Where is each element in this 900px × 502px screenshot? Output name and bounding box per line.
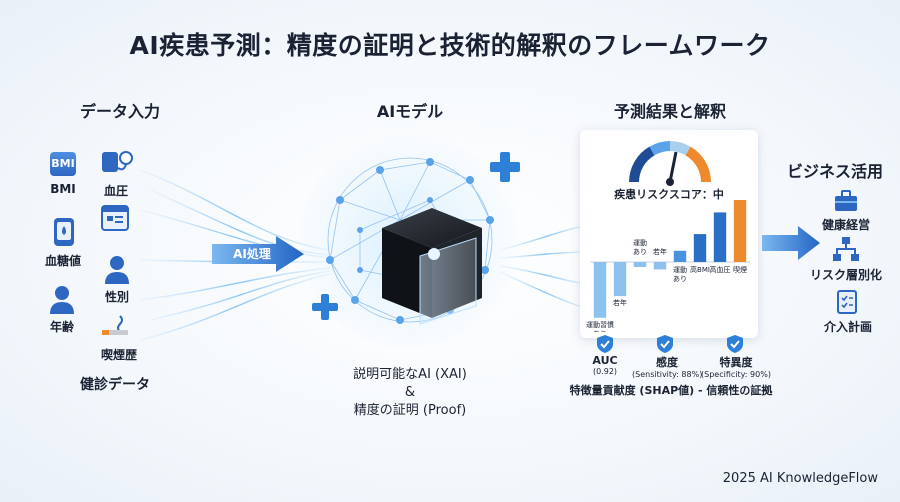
smoking-label: 喫煙歴 (100, 348, 137, 362)
bmi-icon: BMI (50, 152, 76, 176)
page-title: AI疾患予測：精度の証明と技術的解釈のフレームワーク (129, 31, 771, 60)
metric-auc: AUC (0.92) (580, 354, 630, 377)
shap-bar (613, 262, 627, 297)
copyright: 2025 AI KnowledgeFlow (722, 471, 878, 486)
glucose-meter-icon (54, 218, 74, 246)
shap-bar-label: 若年 (613, 298, 627, 307)
business-item-label: 介入計画 (823, 320, 872, 334)
age-label: 年齢 (49, 320, 74, 334)
shap-bar-label: 高血圧 (710, 265, 731, 274)
metric-sensitivity: 感度 (Sensitivity: 88%) (632, 354, 702, 380)
shap-bar-label: 喫煙 (733, 265, 747, 274)
shield-check-icon (727, 335, 743, 353)
sex-label: 性別 (104, 290, 129, 304)
risk-gauge (629, 141, 711, 186)
section-input-title: データ入力 (79, 102, 160, 121)
blood-pressure-label: 血圧 (103, 184, 128, 198)
model-caption: 説明可能なAI (XAI) & 精度の証明 (Proof) (330, 366, 490, 420)
shap-bar (653, 262, 667, 270)
metric-name: 特異度 (719, 356, 753, 369)
plus-icon (490, 152, 520, 182)
metric-name: AUC (592, 354, 618, 367)
section-model-title: AIモデル (376, 102, 444, 121)
checklist-icon (837, 290, 857, 314)
shap-bar (633, 262, 647, 267)
bmi-label: BMI (50, 182, 76, 196)
calendar-icon (101, 205, 129, 231)
risk-score-label: 疾患リスクスコア：中 (614, 188, 724, 201)
business-item-label: 健康経営 (821, 218, 870, 232)
checkup-data-label: 健診データ (80, 377, 150, 393)
metric-name: 感度 (656, 356, 678, 369)
shap-bar (693, 234, 707, 262)
shap-caption: 特徴量貢献度 (SHAP値) - 信頼性の証拠 (569, 384, 773, 397)
shap-bar-label: 若年 (653, 247, 667, 256)
result-card (580, 130, 758, 338)
briefcase-icon (835, 190, 857, 211)
shap-bar-label: あり (673, 275, 687, 283)
shap-bar-label: あり (633, 248, 647, 256)
person-icon (50, 286, 74, 314)
shap-bar-label: 運動 (633, 238, 647, 247)
shield-check-icon (657, 335, 673, 353)
blood-pressure-icon (102, 151, 133, 172)
plus-icon-small (312, 294, 338, 320)
shap-bar (733, 200, 747, 262)
metric-value: (Specificity: 90%) (701, 370, 771, 379)
shap-bar-label: 運動習慣 (586, 320, 614, 329)
metric-specificity: 特異度 (Specificity: 90%) (700, 354, 772, 380)
black-box-cube (382, 208, 482, 325)
shap-bar (713, 212, 727, 262)
ai-process-label: AI処理 (233, 247, 271, 261)
business-arrow (762, 226, 820, 260)
shap-chart: 運動習慣あり若年運動あり若年運動あり高BMI高血圧喫煙 (586, 200, 750, 332)
shap-bar (673, 250, 687, 262)
shap-bar (593, 262, 607, 318)
xai-label: 説明可能なAI (XAI) (353, 367, 467, 382)
metric-value: (0.92) (592, 367, 618, 376)
ampersand-label: & (404, 385, 416, 400)
section-business-title: ビジネス活用 (786, 162, 883, 181)
proof-label: 精度の証明 (Proof) (353, 403, 467, 418)
blood-sugar-label: 血糖値 (44, 254, 81, 268)
shap-bar-label: 運動 (673, 265, 687, 274)
female-icon (105, 256, 129, 284)
shield-check-icon (597, 335, 613, 353)
ai-process-arrow (212, 236, 304, 272)
section-result-title: 予測結果と解釈 (613, 102, 726, 121)
cigarette-icon (102, 315, 128, 335)
hierarchy-icon (833, 237, 859, 261)
business-item-label: リスク層別化 (809, 268, 882, 282)
shap-bar-label: 高BMI (690, 265, 710, 274)
shap-bar-label: あり (593, 330, 607, 332)
metric-value: (Sensitivity: 88%) (632, 370, 703, 379)
